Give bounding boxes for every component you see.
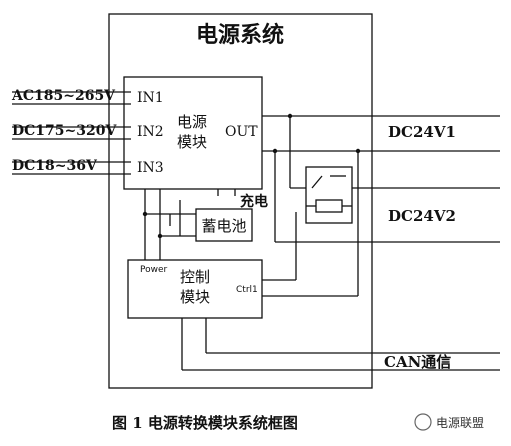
watermark: 电源联盟 [414, 413, 484, 431]
output-label-1: DC24V1 [388, 123, 456, 141]
power-module-box [123, 76, 263, 190]
port-in3: IN3 [137, 160, 164, 176]
can-label: CAN通信 [384, 353, 451, 371]
input-label-dc-high: DC175~320V [12, 123, 117, 139]
system-title: 电源系统 [196, 22, 284, 48]
battery-lines [142, 200, 196, 239]
port-out: OUT [225, 124, 258, 140]
output-lines [262, 113, 500, 243]
control-lines [262, 148, 361, 297]
port-in2: IN2 [137, 124, 164, 140]
relay [305, 166, 353, 224]
control-module-box [127, 259, 263, 319]
output-label-2: DC24V2 [388, 207, 456, 225]
can-lines [181, 318, 500, 371]
control-module-label-2: 模块 [180, 288, 210, 306]
watermark-label: 电源联盟 [436, 416, 484, 430]
power-module-label-2: 模块 [177, 133, 207, 151]
power-pin-label: Power [140, 265, 168, 275]
input-label-ac: AC185~265V [11, 88, 116, 104]
charge-label: 充电 [240, 193, 268, 210]
input-label-dc-low: DC18~36V [12, 158, 98, 174]
battery-box [195, 208, 253, 242]
charge-lines [144, 189, 236, 260]
input-lines [12, 91, 131, 175]
battery-label: 蓄电池 [201, 217, 246, 235]
figure-caption: 图 1 电源转换模块系统框图 [112, 414, 298, 432]
control-module-label-1: 控制 [180, 268, 210, 286]
ctrl-pin-label: Ctrl1 [236, 285, 258, 295]
wechat-icon [414, 413, 432, 431]
power-module-label-1: 电源 [177, 113, 207, 131]
port-in1: IN1 [137, 90, 164, 106]
